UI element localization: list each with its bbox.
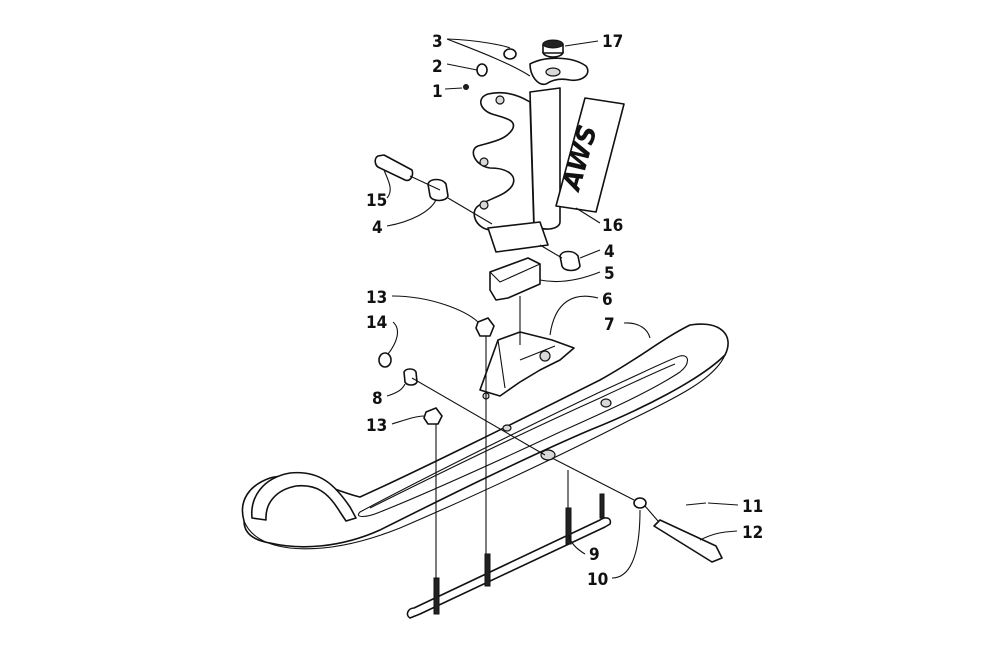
- washer-10: [633, 497, 647, 509]
- bolt-12: [653, 519, 723, 563]
- bracket-5: [489, 257, 541, 301]
- leader-lines: [383, 38, 739, 579]
- callout-14: 14: [366, 313, 387, 333]
- callout-2: 2: [432, 57, 443, 77]
- nut-2: [476, 63, 488, 77]
- callout-5: 5: [604, 264, 615, 284]
- callout-6: 6: [602, 290, 613, 310]
- cotter-pin-11: [685, 502, 707, 506]
- callout-9: 9: [589, 545, 600, 565]
- callout-4-right: 4: [604, 242, 615, 262]
- callout-12: 12: [742, 523, 763, 543]
- grease-fitting-1: [463, 84, 469, 90]
- callout-16: 16: [602, 216, 623, 236]
- plug: [542, 39, 564, 58]
- bushing-4-right: [559, 250, 581, 272]
- callout-1: 1: [432, 82, 443, 102]
- saddle: [479, 331, 575, 400]
- spacer-8: [403, 368, 418, 386]
- callout-3: 3: [432, 32, 443, 52]
- wear-bar: [406, 493, 612, 619]
- decal: AWS: [555, 97, 625, 213]
- callout-4-left: 4: [372, 218, 383, 238]
- ski-loop-handle: [251, 471, 357, 522]
- callout-8: 8: [372, 389, 383, 409]
- ski: [241, 323, 729, 550]
- callout-7: 7: [604, 315, 615, 335]
- callout-13-upper: 13: [366, 288, 387, 308]
- callout-15: 15: [366, 191, 387, 211]
- locknut-13-lower: [423, 407, 443, 425]
- washer-14: [378, 352, 392, 368]
- pin-15: [374, 154, 414, 182]
- callout-13-lower: 13: [366, 416, 387, 436]
- assembly-lines: [409, 175, 659, 578]
- callout-17: 17: [602, 32, 623, 52]
- bushing-4-left: [427, 178, 449, 202]
- callout-11: 11: [742, 497, 763, 517]
- locknut-13-upper: [475, 317, 495, 337]
- spindle: [472, 57, 589, 253]
- washer-3: [503, 48, 517, 60]
- callouts: 3 2 1 17 15 4 16 4 5 6 7 13 14 8 13 9 10…: [366, 32, 763, 590]
- callout-10: 10: [587, 570, 608, 590]
